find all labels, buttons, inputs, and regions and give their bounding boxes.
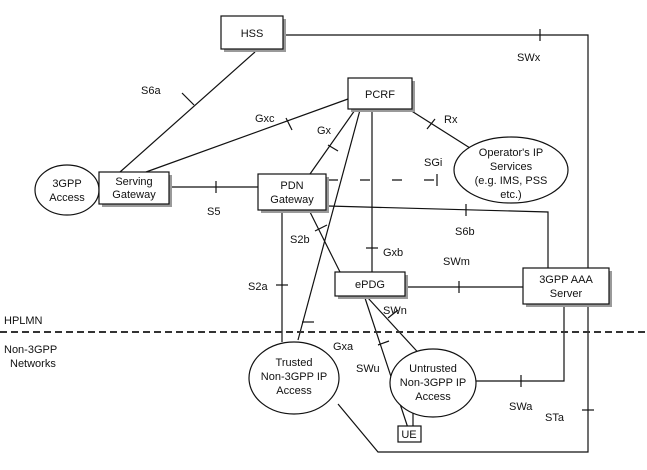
interface-label-s5: S5 [207,206,220,218]
node-serving-gateway-line2: Gateway [112,189,156,201]
node-3gpp-access: 3GPP Access [34,164,100,216]
interface-label-sgi: SGi [424,157,442,169]
node-trusted-access: Trusted Non-3GPP IP Access [248,341,340,415]
link-pcrf-pdn-gateway [309,109,356,175]
link-pcrf-trusted [297,109,361,341]
interface-label-gxb: Gxb [383,247,403,259]
node-untrusted-access-line1: Untrusted [409,363,457,375]
node-ue: UE [397,425,422,443]
node-epdg: ePDG [334,271,408,299]
node-untrusted-access-line2: Non-3GPP IP [400,377,466,389]
link-aaa-trusted [337,305,589,453]
node-pdn-gateway-line1: PDN [280,180,303,192]
domain-label-non3gpp-line2: Networks [10,358,56,370]
node-operator-services-line2: Services [490,161,533,173]
node-pdn-gateway: PDN Gateway [257,173,329,213]
node-trusted-access-line2: Non-3GPP IP [261,371,327,383]
node-trusted-access-line1: Trusted [276,357,313,369]
link-pdn-epdg [309,211,341,273]
tick-gxc [285,117,293,131]
node-3gpp-aaa-server-line1: 3GPP AAA [539,274,593,286]
node-3gpp-access-line2: Access [49,192,85,204]
node-pcrf-label: PCRF [365,89,395,101]
node-operator-services-line4: etc.) [500,189,521,201]
node-serving-gateway-line1: Serving [115,176,152,188]
node-3gpp-access-line1: 3GPP [52,178,81,190]
interface-label-s6a: S6a [141,85,161,97]
tick-s6a [181,92,195,106]
node-hss: HSS [220,15,286,52]
interface-label-s2b: S2b [290,234,310,246]
interface-label-rx: Rx [444,114,458,126]
interface-label-s2a: S2a [248,281,268,293]
interface-label-swm: SWm [443,256,470,268]
node-untrusted-access: Untrusted Non-3GPP IP Access [389,348,477,418]
interface-label-gxc: Gxc [255,113,275,125]
node-trusted-access-line3: Access [276,385,312,397]
interface-label-swa: SWa [509,401,533,413]
link-hss-aaa [286,34,589,268]
tick-gx [327,144,339,152]
connections [119,34,589,453]
node-operator-services-line1: Operator's IP [479,147,543,159]
interface-label-s6b: S6b [455,226,475,238]
domain-label-non3gpp-line1: Non-3GPP [4,344,57,356]
node-epdg-label: ePDG [355,279,385,291]
node-operator-services-line3: (e.g. IMS, PSS [475,175,548,187]
tick-s2b [314,224,328,232]
link-pcrf-serving-gateway [145,98,349,173]
interface-label-sta: STa [545,412,565,424]
node-pcrf: PCRF [347,77,415,112]
node-serving-gateway: Serving Gateway [98,171,172,207]
interface-ticks [181,29,594,411]
interface-label-swu: SWu [356,363,380,375]
link-pdn-aaa [327,205,549,268]
tick-swu [377,340,390,346]
node-pdn-gateway-line2: Gateway [270,194,314,206]
interface-labels: S6a SWx Gxc Gx Rx SGi S5 S6b S2b Gxb S2a… [141,52,565,424]
interface-label-gx: Gx [317,125,332,137]
link-epdg-untrusted [367,297,426,361]
domain-label-hplmn: HPLMN [4,315,43,327]
tick-swn [387,309,399,319]
interface-label-swx: SWx [517,52,541,64]
node-3gpp-aaa-server-line2: Server [550,288,583,300]
node-ue-label: UE [401,429,416,441]
node-untrusted-access-line3: Access [415,391,451,403]
interface-label-swn: SWn [383,305,407,317]
interface-label-gxa: Gxa [333,341,354,353]
node-3gpp-aaa-server: 3GPP AAA Server [522,267,612,307]
node-operator-services: Operator's IP Services (e.g. IMS, PSS et… [453,136,569,204]
node-hss-label: HSS [241,28,264,40]
tick-rx [426,118,436,130]
link-hss-serving-gateway [119,51,256,173]
link-aaa-untrusted [472,305,565,382]
link-pcrf-operator [409,109,471,149]
